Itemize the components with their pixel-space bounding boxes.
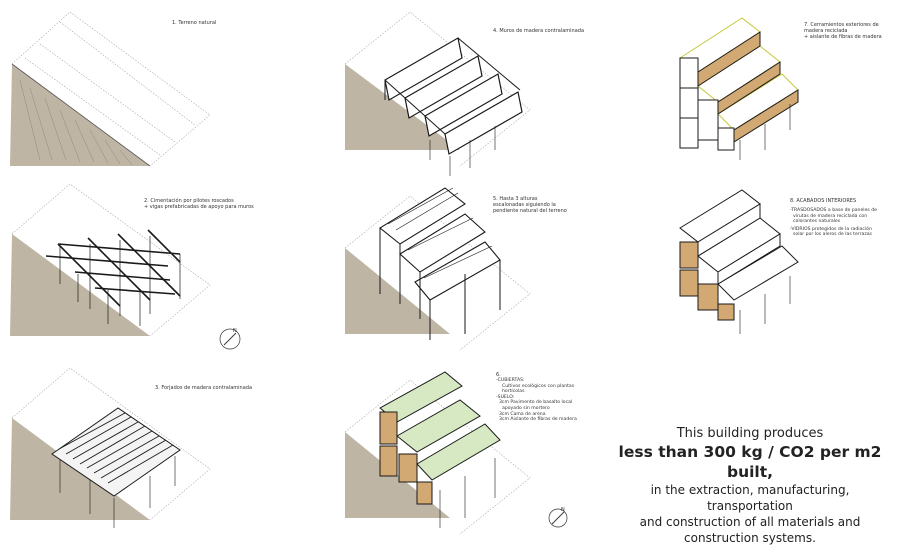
cladding-drawing — [679, 17, 799, 160]
note-line: -VIDRIOS protegidos de la radiación — [790, 226, 872, 232]
step-label: 6. — [496, 372, 501, 378]
step-label: 2. Cimentación por pilotes roscados + vi… — [144, 198, 254, 210]
note-line: colorantes naturales — [793, 219, 841, 225]
roof-floor-notes: -CUBIERTAS: Cultivos ecológicos con plan… — [496, 378, 577, 423]
step-label: 5. Hasta 3 alturas escalonadas siguiendo… — [493, 196, 567, 214]
north-arrow-label: N — [233, 328, 237, 334]
walls-drawing — [344, 11, 531, 176]
step-label: 3. Forjados de madera contralaminada — [155, 385, 253, 391]
note-line: virutas de madera reciclada con — [793, 213, 868, 219]
caption-line-5: construction systems. — [684, 531, 816, 545]
panel-step-7: 7. Cerramientos exteriores de madera rec… — [600, 0, 900, 184]
panel-step-6: N 6. -CUBIERTAS: Cultivos ecológicos con… — [300, 368, 600, 552]
panel-step-5: 5. Hasta 3 alturas escalonadas siguiendo… — [300, 184, 600, 368]
caption-line-3: in the extraction, manufacturing, transp… — [650, 483, 850, 513]
note-line: hortícolas — [502, 389, 525, 395]
note-line: -SUELO: — [496, 394, 515, 400]
foundation-drawing: N — [10, 184, 241, 350]
slab-drawing — [10, 368, 211, 528]
interior-finishes-drawing — [679, 189, 799, 334]
step-label: 1. Terreno natural — [172, 20, 217, 26]
co2-caption: This building produces less than 300 kg … — [610, 426, 890, 546]
note-line: 3cm Aislante de fibras de madera — [499, 417, 577, 423]
step-label: 7. Cerramientos exteriores de madera rec… — [804, 22, 882, 40]
panel-step-8: 8. ACABADOS INTERIORES -TRASDOSADOS a ba… — [600, 184, 900, 368]
note-line: 3cm Pavimento de basalto local — [499, 400, 573, 406]
note-line: 3cm Cama de arena — [499, 411, 546, 417]
note-line: apoyado sin mortero — [502, 405, 550, 411]
step-label: 8. ACABADOS INTERIORES — [790, 198, 857, 204]
caption-line-2: less than 300 kg / CO2 per m2 built, — [618, 443, 882, 481]
panel-step-1: 1. Terreno natural — [0, 0, 300, 184]
levels-drawing — [344, 187, 531, 351]
north-arrow-label: N — [561, 507, 565, 513]
panel-step-4: 4. Muros de madera contralaminada — [300, 0, 600, 184]
panel-step-3: 3. Forjados de madera contralaminada — [0, 368, 300, 552]
caption-line-4: and construction of all materials and — [639, 515, 861, 529]
step-label: 4. Muros de madera contralaminada — [493, 28, 585, 34]
terrain-drawing — [10, 11, 211, 167]
note-line: -CUBIERTAS: — [496, 378, 525, 383]
panel-step-2: N 2. Cimentación por pilotes roscados + … — [0, 184, 300, 368]
note-line: Cultivos ecológicos con plantas — [502, 383, 575, 389]
roofs-drawing: N — [344, 371, 568, 535]
note-line: -TRASDOSADOS a base de paneles de — [790, 208, 877, 213]
interior-notes: -TRASDOSADOS a base de paneles de viruta… — [790, 208, 877, 238]
note-line: solar por los aleros de las terrazas — [793, 232, 872, 238]
caption-line-1: This building produces — [676, 426, 824, 441]
